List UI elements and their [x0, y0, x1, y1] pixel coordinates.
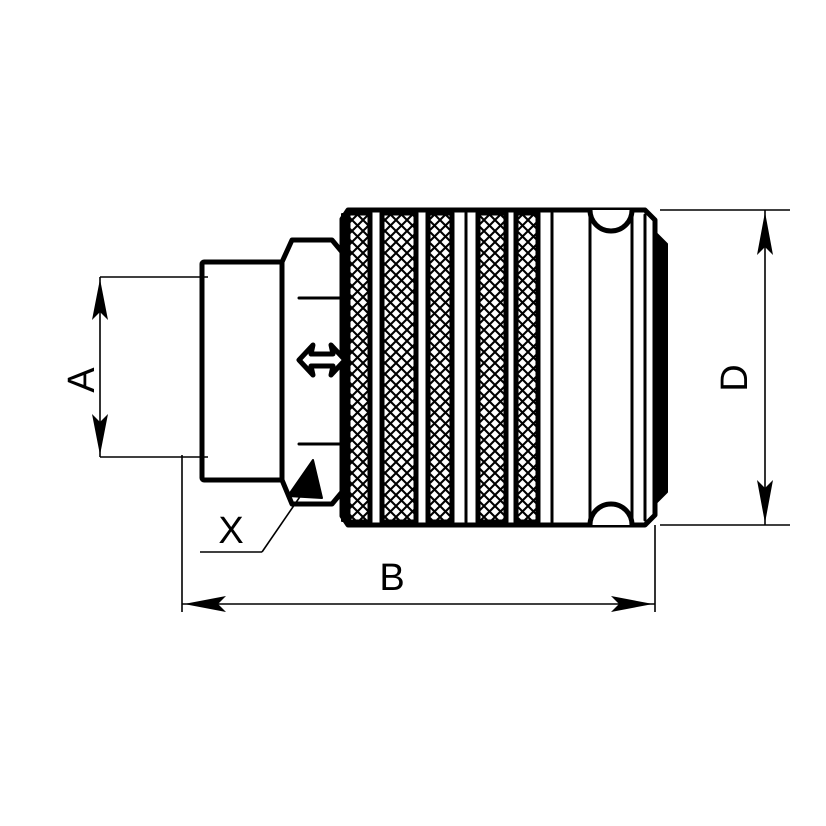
hatched-band-1: [345, 210, 373, 525]
hatched-band-3: [425, 210, 455, 525]
dimension-b-label: B: [379, 557, 404, 599]
release-notch-top: [587, 207, 635, 234]
sleeve-left-shadow: [341, 213, 349, 522]
dimension-d-arrow-bottom: [757, 480, 773, 523]
dimension-a-arrow-top: [92, 279, 108, 320]
port-block-outline: [199, 259, 285, 483]
dimension-d-arrow-top: [757, 212, 773, 255]
hatched-band-4: [475, 210, 509, 525]
dimension-a-group: A: [61, 276, 208, 458]
dimension-b-arrow-right: [611, 596, 653, 612]
detail-callout-arrowhead: [287, 459, 323, 499]
dimension-b-group: B: [181, 455, 656, 612]
dimension-d-group: D: [660, 209, 790, 526]
end-face-shadow: [654, 231, 668, 505]
coupling-body-group: [199, 207, 668, 528]
bidirectional-flow-arrow-icon: [296, 342, 348, 378]
callout-x-label: X: [218, 510, 243, 552]
dimension-b-arrow-left: [184, 596, 226, 612]
band-step-ticks: [367, 207, 555, 528]
dimension-a-label: A: [61, 367, 103, 393]
release-notch-bottom: [587, 501, 635, 528]
callout-x-leader-diagonal: [261, 484, 309, 553]
hatched-band-2: [379, 210, 419, 525]
hatched-bands-group: [345, 210, 541, 525]
callout-x-group: X: [200, 484, 309, 553]
dimension-a-arrow-bottom: [92, 414, 108, 455]
dimension-d-label: D: [714, 364, 756, 391]
hatched-band-5: [513, 210, 541, 525]
